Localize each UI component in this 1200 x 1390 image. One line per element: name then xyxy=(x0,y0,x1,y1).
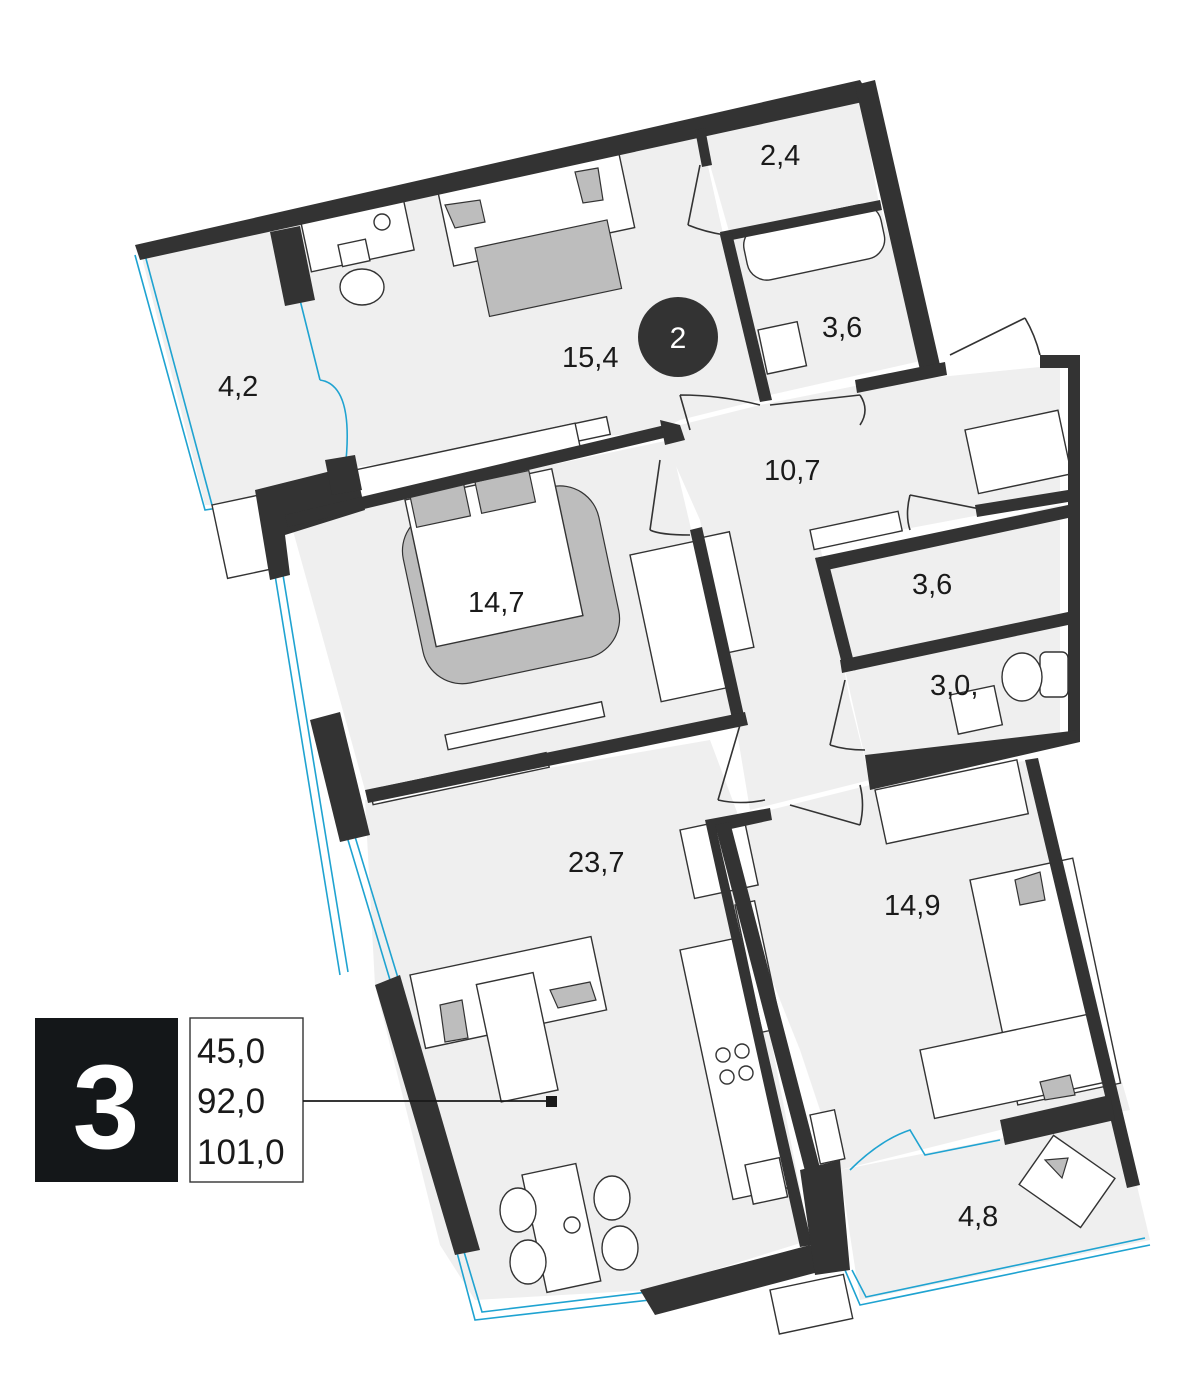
area-label-balcony-4-8: 4,8 xyxy=(958,1201,998,1233)
total-with-balconies-value: 101,0 xyxy=(197,1133,285,1172)
floor-storage-2-4 xyxy=(700,95,880,235)
area-label-bedroom-14-9: 14,9 xyxy=(884,890,940,922)
room-count-box xyxy=(35,1018,178,1182)
badge-number: 2 xyxy=(670,322,687,355)
door-living xyxy=(717,724,766,804)
area-label-balcony-4-2: 4,2 xyxy=(218,371,258,403)
door-bedroom-14-7 xyxy=(649,459,691,536)
area-label-bedroom-14-7: 14,7 xyxy=(468,587,524,619)
door-bedroom-15 xyxy=(679,394,761,431)
total-area-value: 92,0 xyxy=(197,1082,265,1121)
area-label-closet-3-6: 3,6 xyxy=(912,569,952,601)
door-bedroom-14-9 xyxy=(789,784,864,826)
room-number-badge: 2 xyxy=(638,297,718,377)
area-label-wc: 3,0, xyxy=(930,670,978,702)
door-wc xyxy=(829,679,866,751)
walls xyxy=(135,80,1140,1315)
pointer-marker xyxy=(546,1096,557,1107)
floor-hall xyxy=(660,365,1060,810)
area-label-living-kitchen: 23,7 xyxy=(568,847,624,879)
badge-circle xyxy=(638,297,718,377)
area-label-storage-2-4: 2,4 xyxy=(760,140,800,172)
area-labels: 15,4 4,2 2,4 3,6 10,7 14,7 3,6 3,0, 23,7… xyxy=(218,140,998,1233)
room-count: 3 xyxy=(73,1040,140,1174)
floor-closet-3-6 xyxy=(820,505,1060,665)
door-bathroom xyxy=(769,394,866,426)
door-entrance xyxy=(949,317,1041,356)
area-label-bathroom-3-6: 3,6 xyxy=(822,312,862,344)
door-closet xyxy=(906,494,986,531)
apartment-info: 3 45,0 92,0 101,0 xyxy=(35,1017,557,1183)
area-values-box xyxy=(189,1017,304,1183)
area-label-bedroom-15-4: 15,4 xyxy=(562,342,618,374)
area-label-hall: 10,7 xyxy=(764,455,820,487)
living-area-value: 45,0 xyxy=(197,1032,265,1071)
